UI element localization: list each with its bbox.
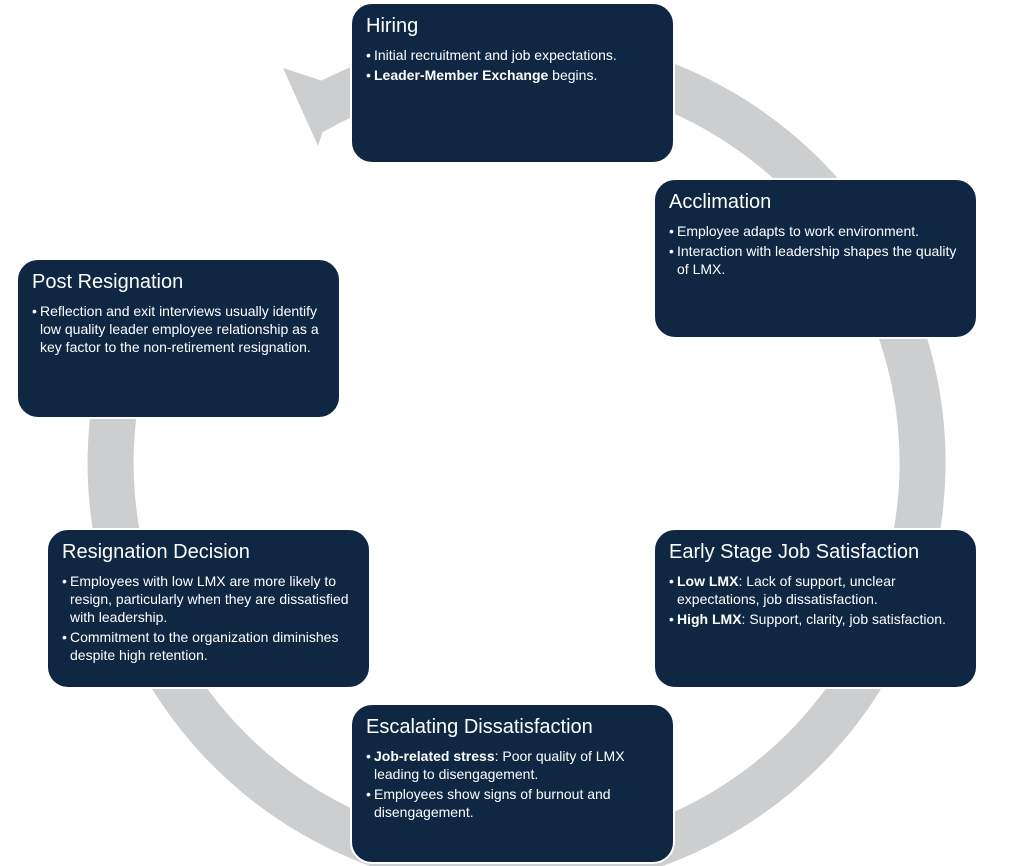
hiring-box: Hiring Initial recruitment and job expec… xyxy=(350,2,675,164)
hiring-bullet-1: Initial recruitment and job expectations… xyxy=(366,46,657,64)
early-stage-bullet-2-bold: High LMX xyxy=(677,611,742,627)
acclimation-bullet-1: Employee adapts to work environment. xyxy=(669,222,960,240)
escalating-bullet-1: Job-related stress: Poor quality of LMX … xyxy=(366,747,657,783)
escalating-bullet-1-rest: : Poor quality of LMX leading to disenga… xyxy=(374,748,625,782)
cycle-arrowhead xyxy=(283,68,338,146)
post-resignation-title: Post Resignation xyxy=(32,271,184,293)
early-stage-title: Early Stage Job Satisfaction xyxy=(669,541,920,563)
early-stage-bullet-2: High LMX: Support, clarity, job satisfac… xyxy=(669,610,960,628)
post-resignation-box: Post Resignation Reflection and exit int… xyxy=(16,258,341,419)
acclimation-box: Acclimation Employee adapts to work envi… xyxy=(653,178,978,339)
early-stage-bullet-2-rest: : Support, clarity, job satisfaction. xyxy=(741,611,946,627)
acclimation-title: Acclimation xyxy=(669,191,772,213)
early-stage-bullet-1-rest: : Lack of support, unclear expectations,… xyxy=(677,573,896,607)
early-stage-bullet-1-bold: Low LMX xyxy=(677,573,739,589)
early-stage-bullet-1: Low LMX: Lack of support, unclear expect… xyxy=(669,572,960,608)
hiring-bullet-2: Leader-Member Exchange begins. xyxy=(366,66,657,84)
resignation-bullet-1: Employees with low LMX are more likely t… xyxy=(62,572,353,626)
early-stage-box: Early Stage Job Satisfaction Low LMX: La… xyxy=(653,528,978,689)
escalating-bullet-2: Employees show signs of burnout and dise… xyxy=(366,785,657,821)
escalating-title: Escalating Dissatisfaction xyxy=(366,716,593,738)
acclimation-bullet-2: Interaction with leadership shapes the q… xyxy=(669,242,960,278)
resignation-title: Resignation Decision xyxy=(62,541,250,563)
hiring-bullet-2-bold: Leader-Member Exchange xyxy=(374,67,549,83)
resignation-box: Resignation Decision Employees with low … xyxy=(46,528,371,689)
escalating-box: Escalating Dissatisfaction Job-related s… xyxy=(350,703,675,864)
post-resignation-bullet-1: Reflection and exit interviews usually i… xyxy=(32,302,323,356)
hiring-bullet-2-rest: begins. xyxy=(548,67,598,83)
resignation-bullet-2: Commitment to the organization diminishe… xyxy=(62,628,353,664)
hiring-title: Hiring xyxy=(366,15,419,37)
escalating-bullet-1-bold: Job-related stress xyxy=(374,748,495,764)
